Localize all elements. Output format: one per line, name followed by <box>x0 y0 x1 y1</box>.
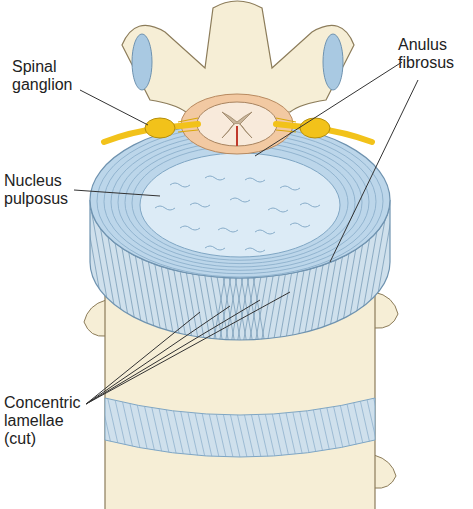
spinal-cord <box>197 102 277 146</box>
disc-fibre <box>149 395 167 475</box>
nucleus-wave <box>245 178 265 182</box>
disc-fibre <box>254 395 272 475</box>
nerve-rootlets <box>178 118 296 132</box>
anulus-ring <box>118 138 362 267</box>
leader-line <box>86 300 260 404</box>
disc-fibre <box>289 395 307 475</box>
articular-facet <box>323 34 343 90</box>
nucleus-wave <box>205 246 225 250</box>
nucleus-wave <box>170 183 190 187</box>
leader-line <box>74 190 160 196</box>
disc-fibre <box>135 395 153 475</box>
disc-fibre <box>303 395 321 475</box>
part-label: Nucleus pulposus <box>4 172 84 208</box>
nucleus-wave <box>190 203 210 207</box>
nucleus-wave <box>290 223 310 227</box>
disc-fibre <box>345 395 363 475</box>
pedicle <box>374 455 396 488</box>
disc-fibre <box>380 395 398 475</box>
nucleus-wave <box>155 206 175 210</box>
nucleus-pulposus <box>140 153 340 257</box>
ganglion <box>145 118 175 138</box>
nucleus-wave <box>300 203 320 207</box>
leader-line <box>80 90 148 125</box>
disc-fibre <box>184 395 202 475</box>
disc-fibre <box>114 395 132 475</box>
pedicle <box>84 300 106 336</box>
disc-fibre <box>156 395 174 475</box>
leader-line <box>255 62 402 156</box>
disc-fibre <box>387 395 405 475</box>
disc-fibre <box>261 395 279 475</box>
disc-fibre <box>212 395 230 475</box>
spinal-artery <box>236 126 238 146</box>
anulus-ring <box>132 146 348 260</box>
leader-line <box>86 306 230 404</box>
disc-fibre <box>233 395 251 475</box>
disc-fibre <box>205 395 223 475</box>
disc-fibre <box>226 395 244 475</box>
disc-fibre <box>268 395 286 475</box>
disc-fibre <box>359 395 377 475</box>
disc-fibre <box>247 395 265 475</box>
nucleus-texture <box>155 176 320 252</box>
disc-fibre <box>198 395 216 475</box>
part-label: Anulus fibrosus <box>398 36 470 72</box>
part-label: Spinal ganglion <box>12 58 92 94</box>
disc-fibre <box>352 395 370 475</box>
leader-lines <box>74 62 418 404</box>
disc-fibre <box>275 395 293 475</box>
disc-fibre <box>121 395 139 475</box>
disc-fibre <box>163 395 181 475</box>
disc-fibres <box>100 395 405 475</box>
disc-fibre <box>170 395 188 475</box>
nucleus-wave <box>280 186 300 190</box>
articular-facet <box>132 34 152 90</box>
disc-fibre <box>310 395 328 475</box>
disc-fibre <box>331 395 349 475</box>
disc-fibre <box>142 395 160 475</box>
disc-fibre <box>107 395 125 475</box>
disc-fibre <box>296 395 314 475</box>
pedicle <box>374 292 398 328</box>
leader-line <box>86 312 200 404</box>
disc-fibre <box>338 395 356 475</box>
disc-fibre <box>324 395 342 475</box>
nucleus-wave <box>230 198 250 202</box>
disc-fibre <box>100 395 118 475</box>
nucleus-wave <box>268 208 288 212</box>
disc-fibre <box>366 395 384 475</box>
nucleus-wave <box>218 228 238 232</box>
ganglion <box>300 118 330 138</box>
disc-fibre <box>240 395 258 475</box>
nucleus-wave <box>205 176 225 180</box>
leader-line <box>86 292 290 404</box>
disc-fibre <box>317 395 335 475</box>
nucleus-wave <box>180 226 200 230</box>
disc-fibre <box>191 395 209 475</box>
disc-fibre <box>177 395 195 475</box>
disc-fibre <box>373 395 391 475</box>
anulus-ring <box>125 142 355 264</box>
disc-fibre <box>219 395 237 475</box>
disc-fibre <box>128 395 146 475</box>
part-label: Concentric lamellae (cut) <box>4 394 88 448</box>
disc-fibre <box>282 395 300 475</box>
nucleus-wave <box>245 248 265 252</box>
nucleus-wave <box>255 230 275 234</box>
leader-line <box>330 80 418 262</box>
